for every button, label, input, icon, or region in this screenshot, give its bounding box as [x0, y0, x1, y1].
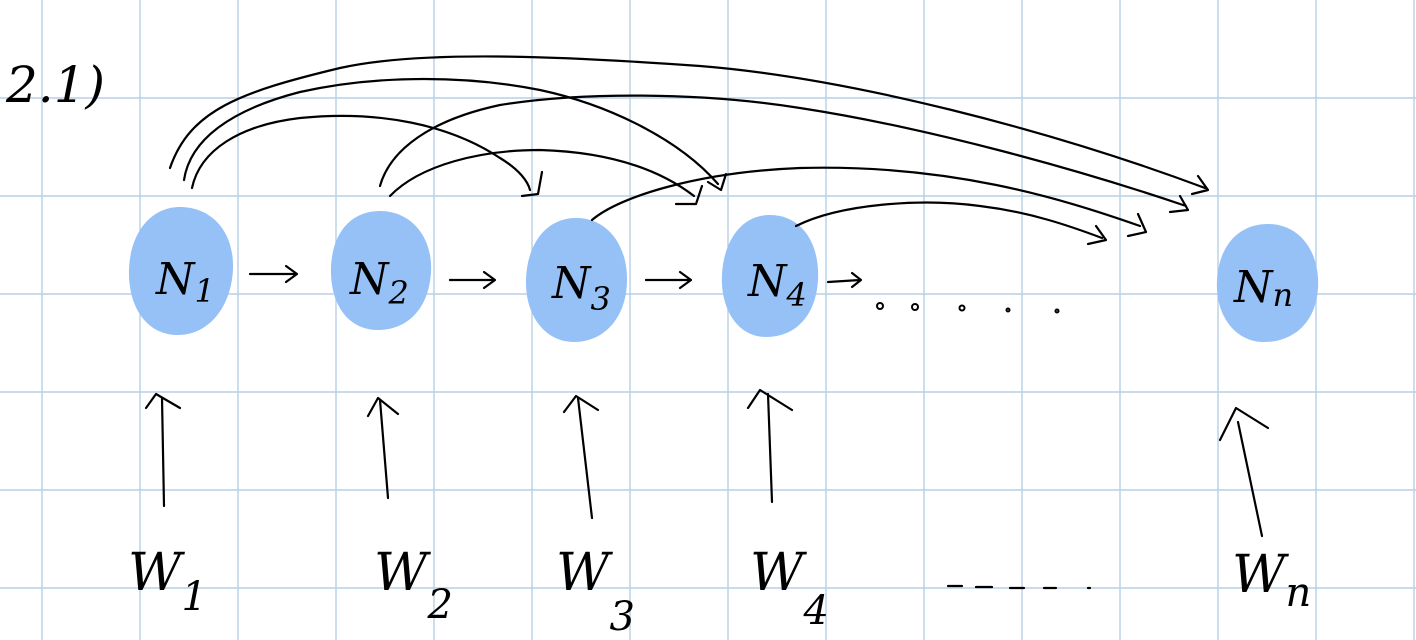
node-label: N4	[747, 256, 807, 314]
arc-n1-n4	[182, 77, 728, 192]
node-label: N2	[349, 254, 409, 312]
input-arrows	[144, 388, 1270, 538]
skip-arcs	[168, 55, 1210, 246]
input-label-w1: W1	[128, 543, 207, 620]
arc-n4-nn	[794, 201, 1108, 246]
arrow-w1-n1	[144, 392, 182, 508]
arrow-w4-n4	[746, 388, 794, 504]
arc-n1-n3	[190, 114, 544, 198]
arrow-n3-n4	[644, 270, 693, 290]
input-label-w2: W2	[374, 543, 453, 628]
node-blob	[330, 211, 432, 330]
node-label: Nn	[1233, 262, 1293, 314]
arrow-w3-n3	[562, 394, 600, 520]
input-label-w4: W4	[750, 543, 829, 634]
ellipsis-dots	[876, 302, 1060, 314]
input-label-w3: W3	[556, 543, 635, 640]
node-3: N3	[525, 218, 628, 342]
arc-n2-nn	[378, 94, 1190, 214]
node-blob	[721, 215, 819, 337]
node-n: Nn	[1216, 224, 1319, 342]
node-2: N2	[330, 211, 432, 330]
input-ellipsis-dashes	[946, 584, 1092, 590]
node-label: N1	[155, 254, 215, 310]
node-4: N4	[721, 215, 819, 337]
sequence-arrows	[248, 264, 863, 290]
section-title: 2.1)	[5, 56, 105, 114]
node-1: N1	[128, 207, 234, 335]
arrow-n1-n2	[248, 264, 299, 284]
arrow-wn-nn	[1218, 406, 1270, 538]
arrow-n4-next	[826, 271, 863, 289]
node-blob	[1216, 224, 1319, 342]
node-blob	[525, 218, 628, 342]
arc-n2-n4	[388, 148, 704, 206]
node-blob	[128, 207, 234, 335]
input-label-wn: Wn	[1232, 545, 1311, 616]
arrow-n2-n3	[448, 270, 497, 290]
arc-n1-nn	[168, 55, 1210, 196]
arrow-w2-n2	[366, 396, 400, 500]
arc-n3-nn	[590, 166, 1148, 238]
node-label: N3	[551, 258, 611, 318]
